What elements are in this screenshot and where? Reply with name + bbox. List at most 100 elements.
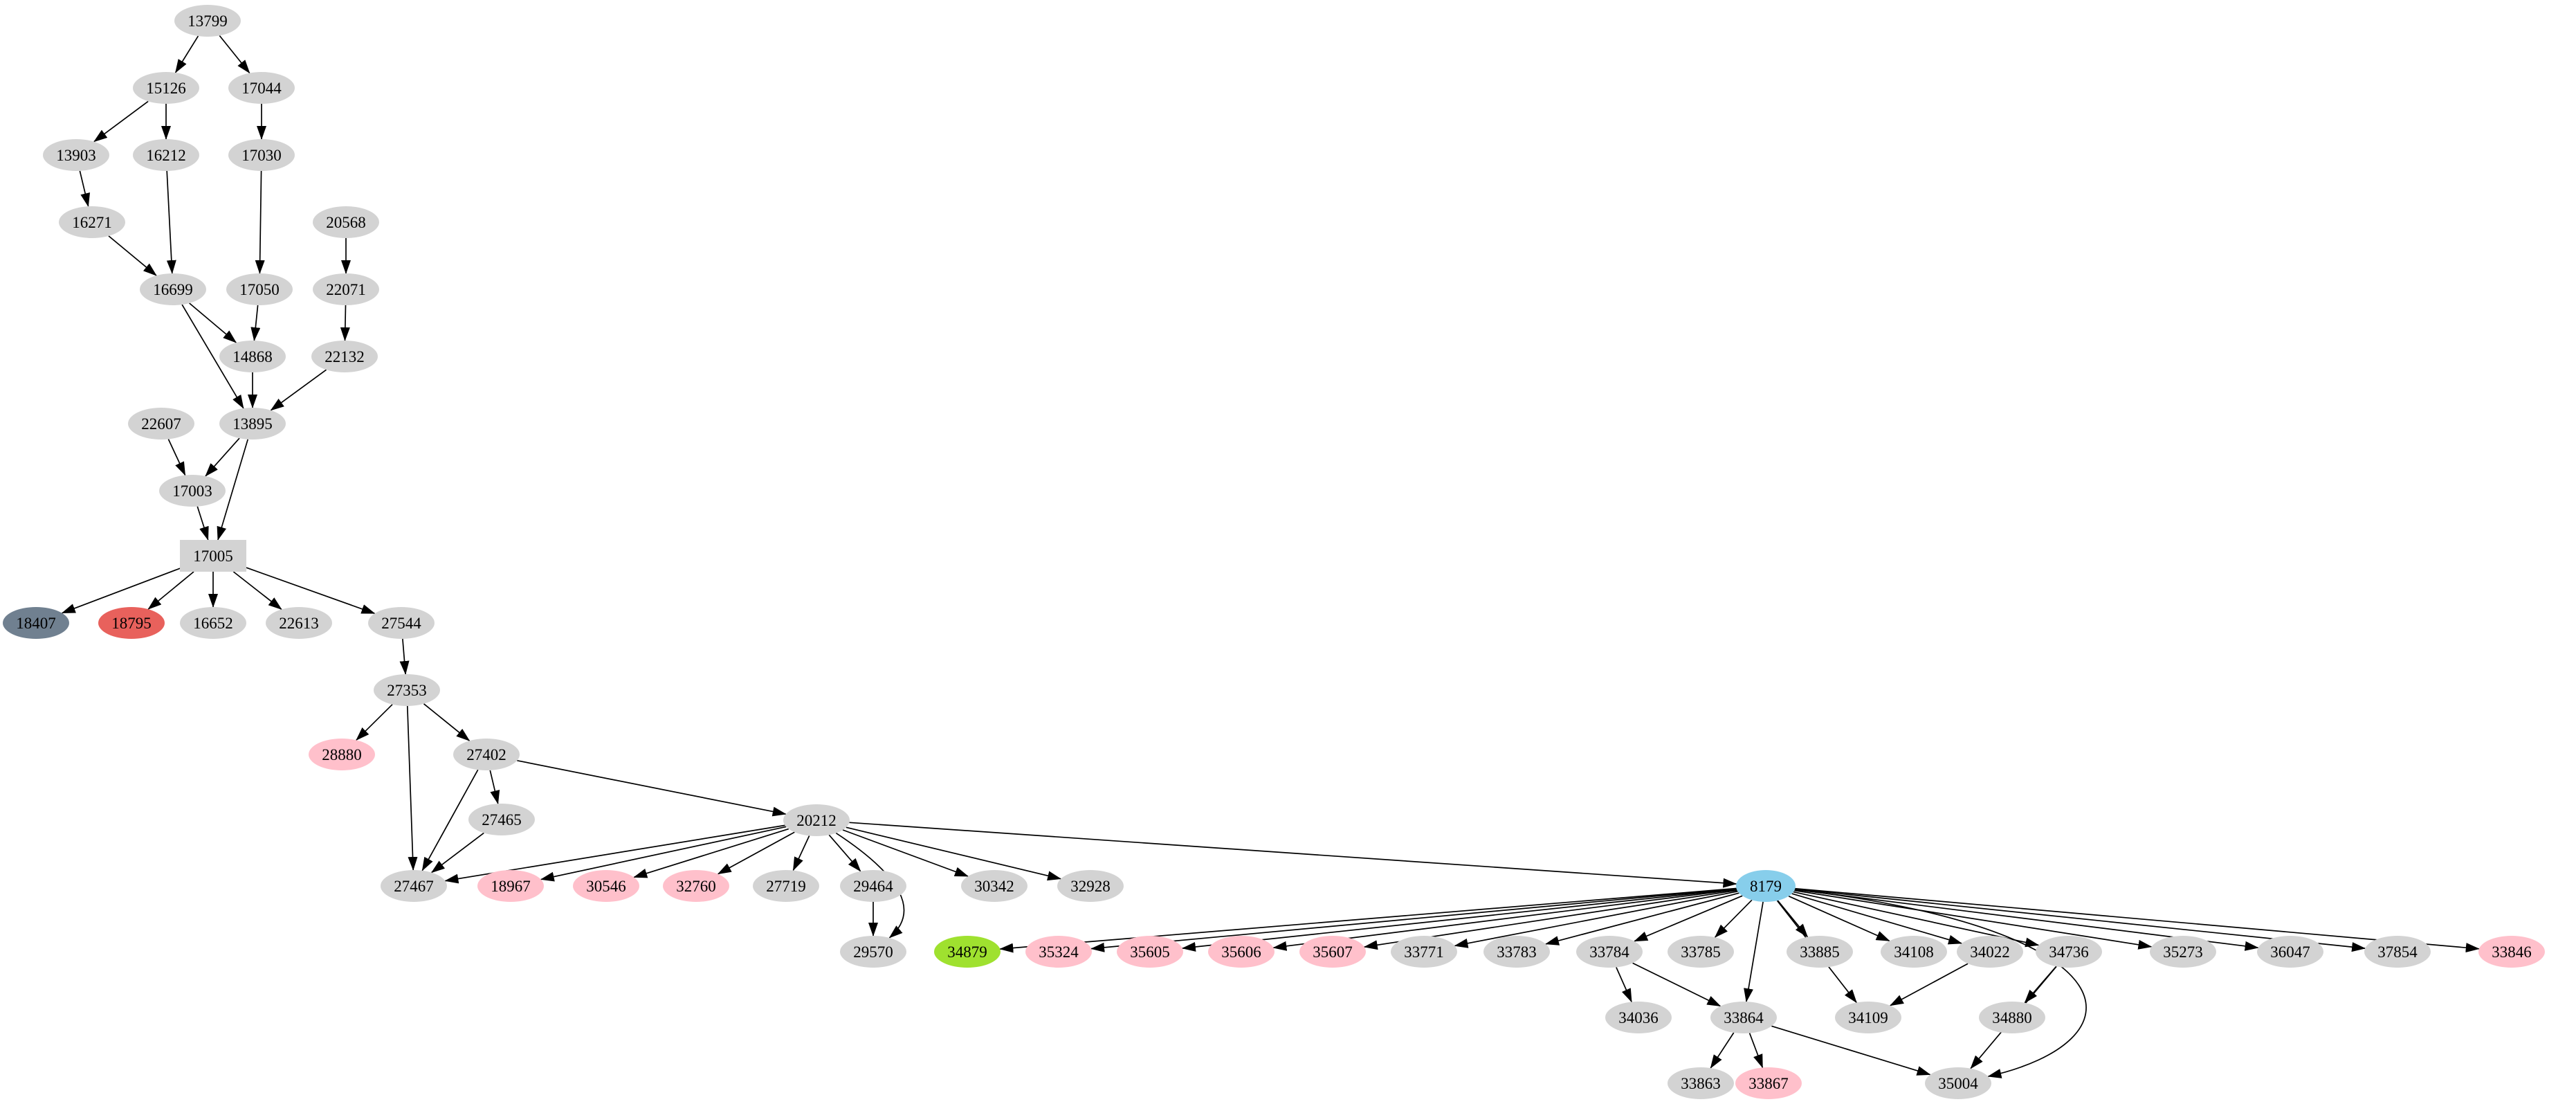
node-label: 34109 <box>1848 1009 1888 1026</box>
node-30342: 30342 <box>961 870 1027 902</box>
edge-27402-27465 <box>489 770 500 805</box>
node-33785: 33785 <box>1668 936 1734 968</box>
node-label: 13895 <box>232 415 273 433</box>
edge-13895-17005 <box>217 439 249 541</box>
edge-20212-30546 <box>633 828 789 878</box>
node-label: 33864 <box>1724 1009 1764 1026</box>
node-shape-ellipse <box>98 607 165 639</box>
node-33846: 33846 <box>2478 936 2545 968</box>
node-shape-ellipse <box>1881 936 1947 968</box>
node-label: 13903 <box>56 147 96 164</box>
edge-17005-18795 <box>147 571 194 610</box>
node-label: 33846 <box>2492 943 2532 961</box>
edge-17030-17050 <box>255 170 265 274</box>
node-shape-ellipse <box>783 804 850 836</box>
edge-17003-17005 <box>197 506 209 541</box>
node-label: 29464 <box>853 878 893 895</box>
node-27719: 27719 <box>753 870 819 902</box>
node-shape-ellipse <box>1925 1067 1991 1099</box>
node-label: 13799 <box>188 12 228 30</box>
node-label: 33885 <box>1800 943 1840 961</box>
node-15126: 15126 <box>133 72 199 104</box>
node-36047: 36047 <box>2257 936 2323 968</box>
node-35605: 35605 <box>1117 936 1183 968</box>
node-label: 18795 <box>111 615 152 632</box>
edge-8179-33785 <box>1714 899 1753 938</box>
node-34022: 34022 <box>1957 936 2023 968</box>
node-shape-ellipse <box>140 273 206 305</box>
node-37854: 37854 <box>2364 936 2431 968</box>
edge-22132-13895 <box>270 369 327 411</box>
edge-8179-33771 <box>1454 890 1738 948</box>
node-label: 16652 <box>193 615 233 632</box>
node-label: 27467 <box>394 878 434 895</box>
node-label: 14868 <box>232 348 273 365</box>
edge-20212-32760 <box>717 831 795 875</box>
node-22071: 22071 <box>313 273 379 305</box>
node-35324: 35324 <box>1025 936 1092 968</box>
edge-8179-34022 <box>1791 893 1963 945</box>
edge-8179-34879 <box>999 887 1737 953</box>
node-shape-ellipse <box>1483 936 1550 968</box>
node-35273: 35273 <box>2150 936 2216 968</box>
edge-27353-27467 <box>406 705 418 871</box>
node-shape-ellipse <box>663 870 729 902</box>
node-shape-ellipse <box>228 139 295 171</box>
node-shape-box <box>180 540 246 572</box>
node-shape-ellipse <box>840 870 906 902</box>
node-shape-ellipse <box>59 206 125 238</box>
node-shape-ellipse <box>1025 936 1092 968</box>
node-shape-ellipse <box>753 870 819 902</box>
node-shape-ellipse <box>1299 936 1366 968</box>
node-shape-ellipse <box>1605 1002 1672 1033</box>
node-label: 16212 <box>146 147 186 164</box>
node-18795: 18795 <box>98 607 165 639</box>
edge-33864-33867 <box>1748 1033 1764 1069</box>
edge-20212-32928 <box>846 826 1062 881</box>
node-shape-ellipse <box>368 607 435 639</box>
node-label: 17030 <box>241 147 282 164</box>
edge-22607-17003 <box>167 439 186 476</box>
edge-20212-29464 <box>828 834 861 872</box>
node-shape-ellipse <box>1787 936 1853 968</box>
node-33771: 33771 <box>1391 936 1457 968</box>
edge-33864-35004 <box>1771 1025 1931 1076</box>
edge-22071-22132 <box>340 305 350 341</box>
node-label: 22132 <box>325 348 365 365</box>
edge-17050-14868 <box>250 305 261 341</box>
node-shape-ellipse <box>313 206 379 238</box>
node-shape-ellipse <box>1668 936 1734 968</box>
edge-8179-35273 <box>1794 889 2153 950</box>
node-label: 35324 <box>1039 943 1079 961</box>
node-shape-ellipse <box>2036 936 2102 968</box>
node-shape-ellipse <box>2364 936 2431 968</box>
node-shape-ellipse <box>573 870 639 902</box>
node-34879: 34879 <box>934 936 1001 968</box>
node-shape-ellipse <box>2150 936 2216 968</box>
node-label: 33867 <box>1748 1075 1789 1092</box>
node-label: 34736 <box>2049 943 2089 961</box>
node-shape-ellipse <box>266 607 332 639</box>
node-shape-ellipse <box>2257 936 2323 968</box>
node-shape-ellipse <box>1835 1002 1901 1033</box>
node-label: 33784 <box>1589 943 1629 961</box>
edge-8179-35605 <box>1181 888 1737 952</box>
node-label: 35004 <box>1938 1075 1978 1092</box>
edge-15126-13903 <box>93 100 149 143</box>
node-27402: 27402 <box>453 739 520 770</box>
node-label: 27544 <box>381 615 421 632</box>
node-label: 33771 <box>1404 943 1444 961</box>
node-35607: 35607 <box>1299 936 1366 968</box>
node-29570: 29570 <box>840 936 906 968</box>
node-shape-ellipse <box>174 5 241 37</box>
node-34880: 34880 <box>1979 1002 2045 1033</box>
node-shape-ellipse <box>2478 936 2545 968</box>
edge-13895-17003 <box>205 437 240 477</box>
node-33784: 33784 <box>1576 936 1643 968</box>
edge-17005-27544 <box>246 567 376 615</box>
node-label: 35606 <box>1221 943 1261 961</box>
node-shape-ellipse <box>1208 936 1275 968</box>
node-label: 32928 <box>1070 878 1111 895</box>
node-shape-ellipse <box>453 739 520 770</box>
node-shape-ellipse <box>311 341 378 372</box>
